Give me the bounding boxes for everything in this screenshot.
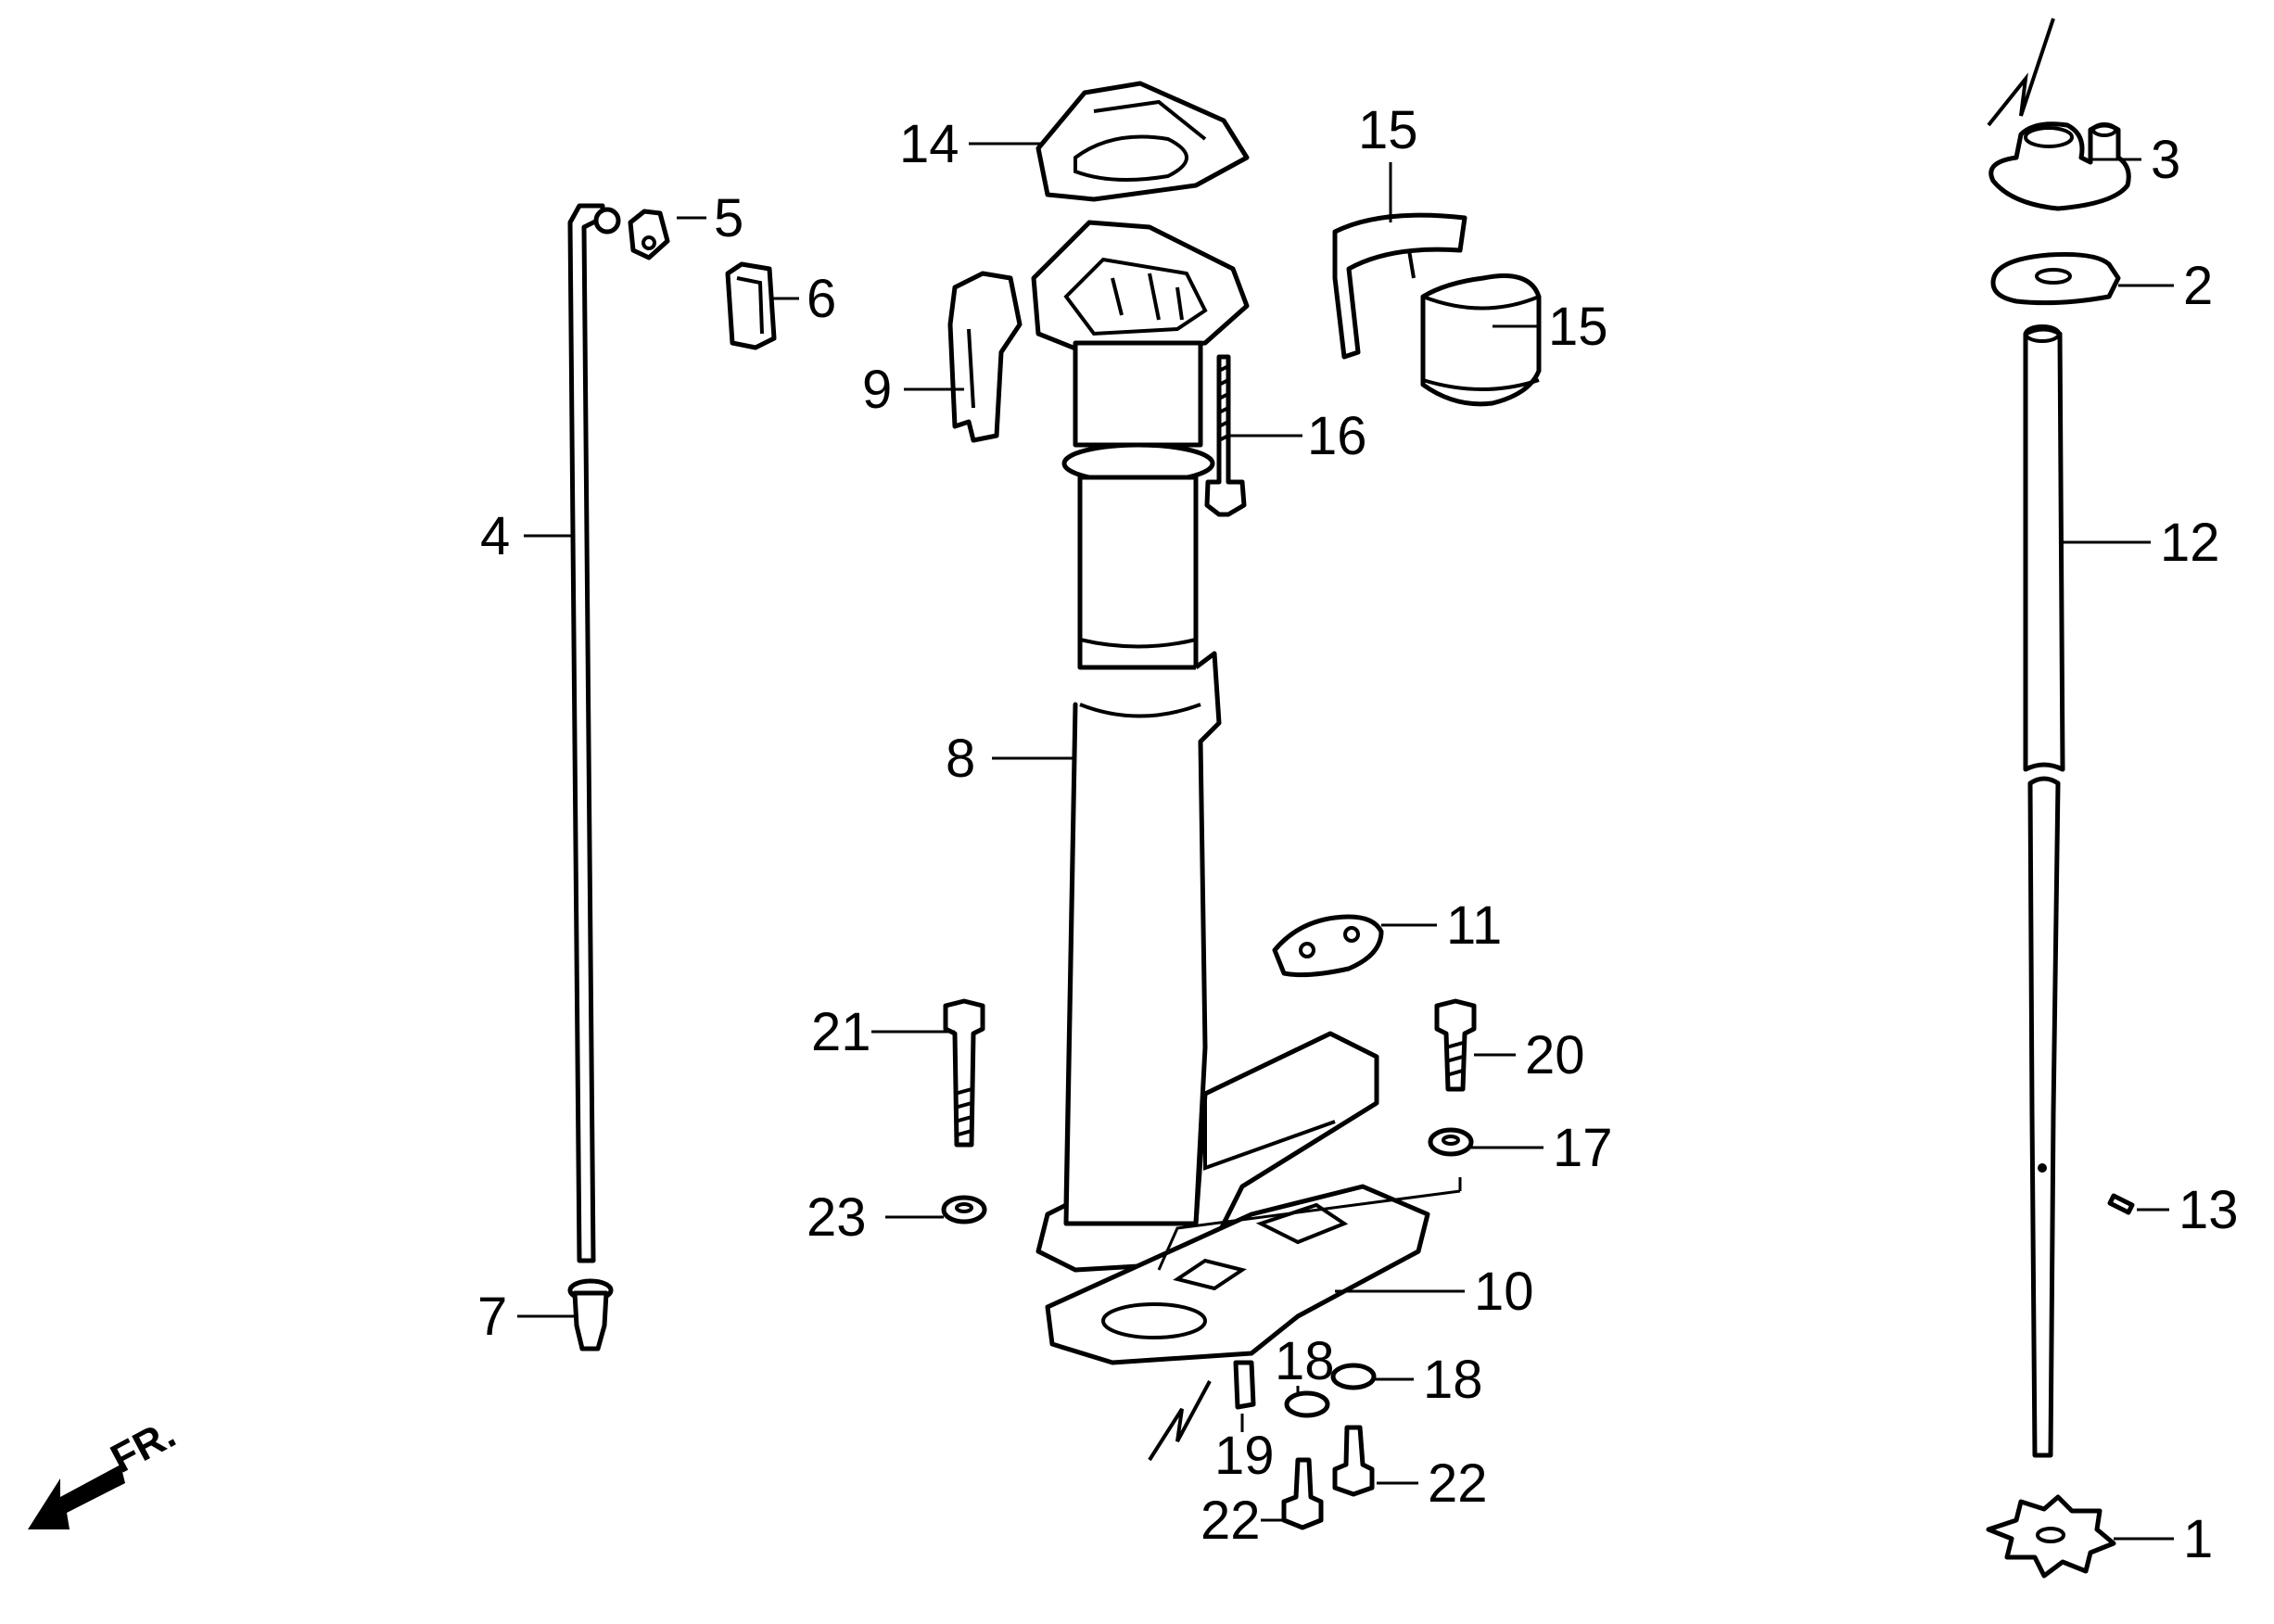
callout-9: 9 bbox=[862, 360, 892, 420]
part-13-pin bbox=[2107, 1193, 2135, 1215]
part-14-gasket bbox=[1035, 81, 1250, 202]
callout-16: 16 bbox=[1307, 406, 1367, 466]
part-11-spacer bbox=[1272, 914, 1384, 978]
part-15-bushing-b bbox=[1420, 273, 1542, 407]
callout-14: 14 bbox=[899, 114, 959, 174]
part-15-bushing-a bbox=[1332, 212, 1467, 360]
break-symbol-top bbox=[1987, 18, 2055, 127]
callout-6: 6 bbox=[807, 269, 836, 329]
part-7-joint bbox=[567, 1278, 614, 1351]
part-4-rod bbox=[567, 203, 621, 1263]
callout-12: 12 bbox=[2160, 513, 2220, 573]
callout-18-left: 18 bbox=[1275, 1331, 1335, 1391]
part-3-water-pump-cover bbox=[1988, 121, 2131, 211]
callout-labels: 1 2 3 4 5 6 7 8 9 10 11 12 13 14 15 15 1… bbox=[477, 100, 2239, 1569]
part-21-bolt bbox=[943, 998, 985, 1148]
part-22-bolt-a bbox=[1281, 1457, 1324, 1530]
part-10-plate bbox=[1045, 1184, 1430, 1365]
callout-18-right: 18 bbox=[1423, 1350, 1483, 1410]
callout-19: 19 bbox=[1214, 1426, 1275, 1486]
part-5-grommet bbox=[628, 209, 670, 260]
part-18-washer-a bbox=[1284, 1390, 1330, 1418]
part-19-dowel bbox=[1233, 1360, 1256, 1410]
break-symbol-bottom bbox=[1148, 1380, 1212, 1462]
part-8-drive-shaft-housing bbox=[1031, 220, 1379, 1273]
part-2-plate bbox=[1990, 251, 2121, 306]
callout-4: 4 bbox=[480, 506, 510, 566]
part-18-washer-b bbox=[1330, 1363, 1377, 1390]
part-22-bolt-b bbox=[1332, 1425, 1375, 1497]
callout-8: 8 bbox=[946, 729, 975, 789]
callout-23: 23 bbox=[807, 1187, 867, 1248]
part-12-drive-shaft bbox=[2023, 324, 2065, 1458]
part-1-impeller bbox=[1986, 1494, 2116, 1579]
part-20-bolt bbox=[1434, 998, 1477, 1092]
leader-lines bbox=[517, 142, 2174, 1541]
part-6-pad bbox=[725, 261, 777, 350]
part-16-bolt bbox=[1204, 354, 1247, 517]
callout-22-left: 22 bbox=[1201, 1491, 1261, 1551]
callout-15-lower: 15 bbox=[1548, 297, 1608, 357]
part-23-washer bbox=[941, 1195, 987, 1224]
callout-21: 21 bbox=[811, 1002, 871, 1062]
callout-13: 13 bbox=[2179, 1180, 2239, 1240]
callout-20: 20 bbox=[1525, 1025, 1585, 1085]
callout-17: 17 bbox=[1553, 1118, 1613, 1178]
part-17-washer bbox=[1428, 1127, 1474, 1157]
callout-7: 7 bbox=[477, 1287, 507, 1347]
callout-5: 5 bbox=[714, 188, 743, 248]
callout-10: 10 bbox=[1474, 1262, 1534, 1322]
callout-15-upper: 15 bbox=[1358, 100, 1418, 160]
callout-1: 1 bbox=[2183, 1509, 2213, 1569]
front-direction-arrow: FR. bbox=[28, 1411, 183, 1529]
callout-22-right: 22 bbox=[1428, 1453, 1488, 1514]
callout-3: 3 bbox=[2151, 130, 2180, 190]
callout-2: 2 bbox=[2183, 256, 2213, 316]
part-9-clip bbox=[947, 271, 1023, 443]
callout-11: 11 bbox=[1446, 895, 1502, 956]
